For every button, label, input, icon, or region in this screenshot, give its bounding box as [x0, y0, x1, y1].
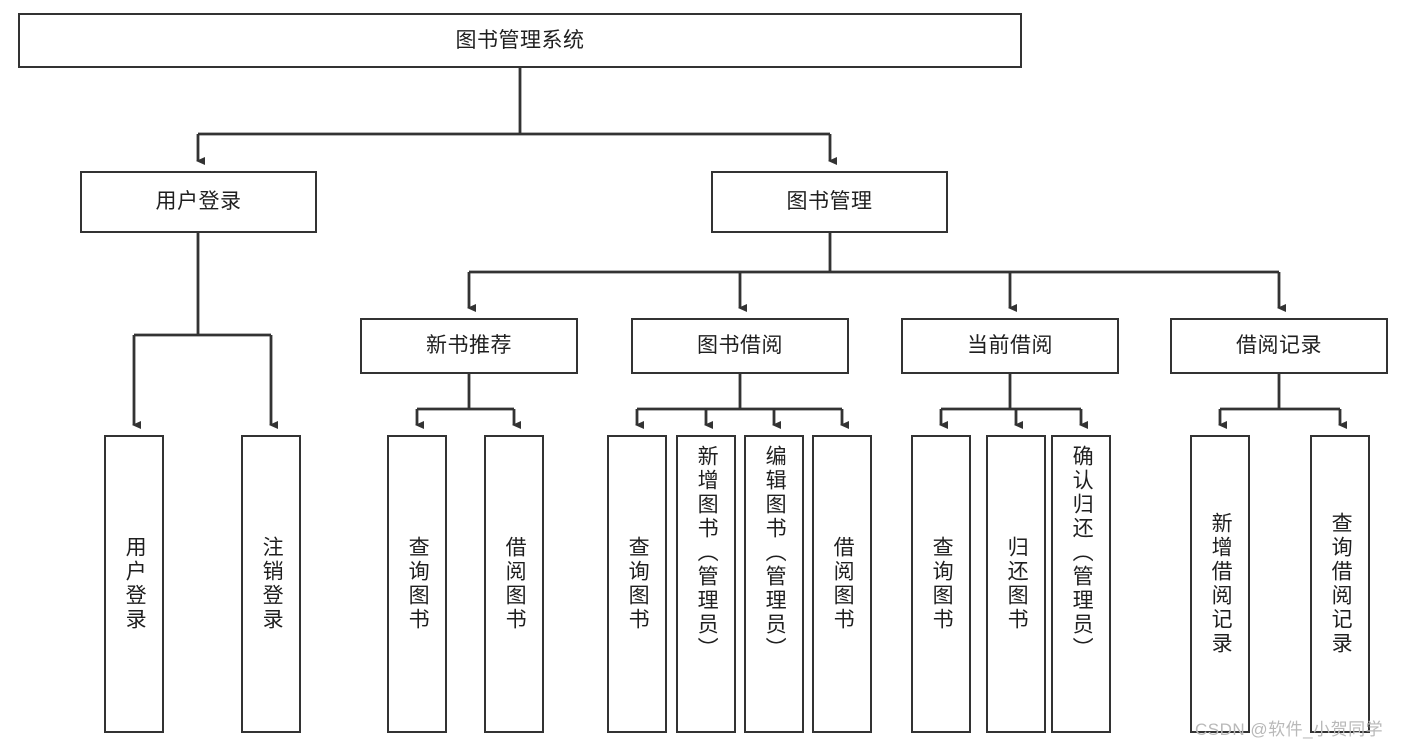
node-leaf-confirm-return[interactable]: 确认归还（管理员） [1051, 435, 1111, 733]
node-leaf-borrow-book-rec-label: 借阅图书 [503, 536, 527, 632]
node-leaf-confirm-return-label: 确认归还（管理员） [1070, 445, 1094, 661]
node-leaf-query-book-rec-label: 查询图书 [406, 536, 430, 632]
node-leaf-user-login-label: 用户登录 [123, 536, 147, 632]
node-user-login-label: 用户登录 [155, 190, 242, 214]
node-borrow-record[interactable]: 借阅记录 [1170, 318, 1388, 374]
node-leaf-add-book[interactable]: 新增图书（管理员） [676, 435, 736, 733]
node-leaf-add-record-label: 新增借阅记录 [1209, 512, 1233, 656]
node-leaf-query-book-cur[interactable]: 查询图书 [911, 435, 971, 733]
node-current-borrow-label: 当前借阅 [967, 334, 1053, 358]
node-leaf-query-record-label: 查询借阅记录 [1329, 512, 1353, 656]
node-leaf-logout[interactable]: 注销登录 [241, 435, 301, 733]
node-leaf-query-book-label: 查询图书 [626, 536, 650, 632]
node-book-manage[interactable]: 图书管理 [711, 171, 948, 233]
node-leaf-return-book-label: 归还图书 [1005, 536, 1029, 632]
node-book-borrow[interactable]: 图书借阅 [631, 318, 849, 374]
node-leaf-query-record[interactable]: 查询借阅记录 [1310, 435, 1370, 733]
node-leaf-query-book-rec[interactable]: 查询图书 [387, 435, 447, 733]
node-leaf-return-book[interactable]: 归还图书 [986, 435, 1046, 733]
node-leaf-add-book-label: 新增图书（管理员） [695, 445, 719, 661]
node-current-borrow[interactable]: 当前借阅 [901, 318, 1119, 374]
node-leaf-edit-book[interactable]: 编辑图书（管理员） [744, 435, 804, 733]
node-leaf-add-record[interactable]: 新增借阅记录 [1190, 435, 1250, 733]
node-leaf-query-book[interactable]: 查询图书 [607, 435, 667, 733]
node-user-login[interactable]: 用户登录 [80, 171, 317, 233]
node-leaf-borrow-book-rec[interactable]: 借阅图书 [484, 435, 544, 733]
node-root-label: 图书管理系统 [455, 28, 585, 52]
node-leaf-edit-book-label: 编辑图书（管理员） [763, 445, 787, 661]
node-leaf-logout-label: 注销登录 [260, 536, 284, 632]
watermark: CSDN @软件_小贺同学 [1195, 720, 1384, 739]
node-new-book-rec-label: 新书推荐 [426, 334, 512, 358]
node-leaf-query-book-cur-label: 查询图书 [930, 536, 954, 632]
node-borrow-record-label: 借阅记录 [1236, 334, 1322, 358]
node-leaf-user-login[interactable]: 用户登录 [104, 435, 164, 733]
node-book-manage-label: 图书管理 [786, 190, 873, 214]
node-leaf-borrow-book[interactable]: 借阅图书 [812, 435, 872, 733]
node-root[interactable]: 图书管理系统 [18, 13, 1022, 68]
node-book-borrow-label: 图书借阅 [697, 334, 783, 358]
node-leaf-borrow-book-label: 借阅图书 [831, 536, 855, 632]
node-new-book-rec[interactable]: 新书推荐 [360, 318, 578, 374]
